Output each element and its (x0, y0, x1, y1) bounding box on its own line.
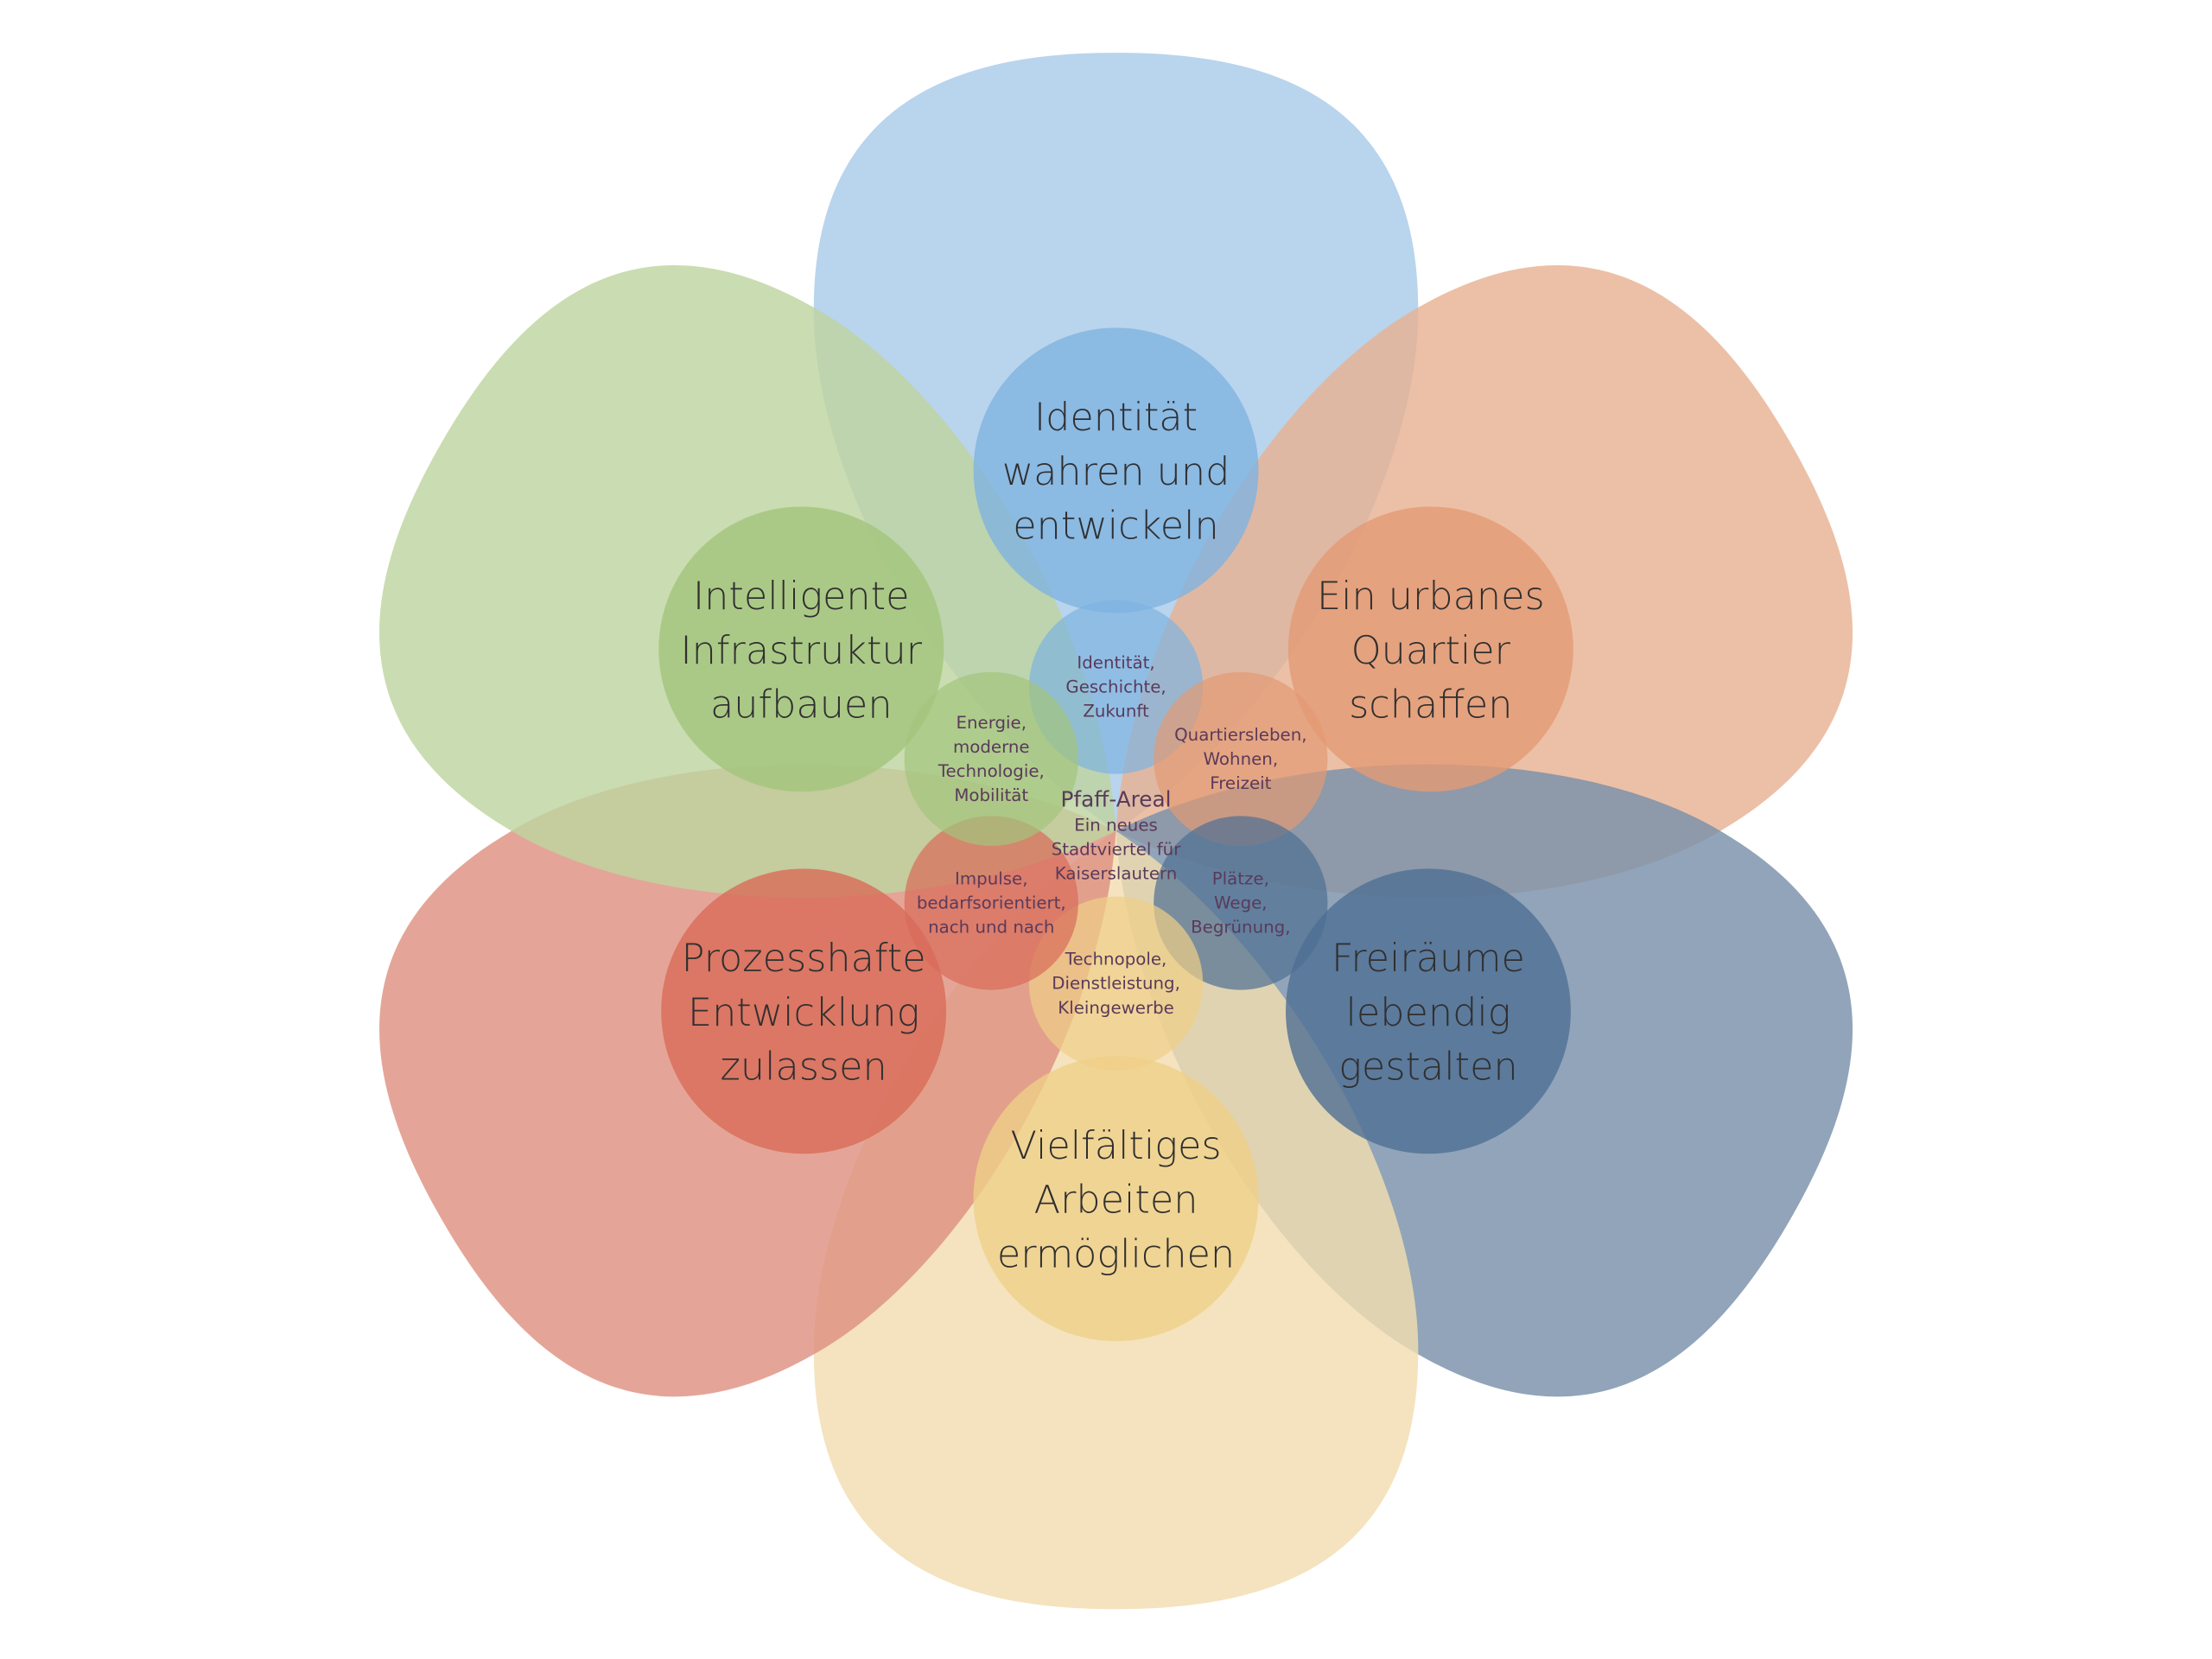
goal-title-line: Arbeiten (1034, 1178, 1198, 1223)
topic-detail-line: Kleingewerbe (1058, 998, 1174, 1018)
goal-title-line: aufbauen (710, 683, 893, 728)
topic-detail-line: Wohnen, (1204, 749, 1279, 769)
center-title: Pfaff-Areal (1061, 787, 1172, 812)
goal-title-line: Entwicklung (688, 990, 919, 1035)
goal-title-line: Intelligente (693, 574, 909, 619)
center-subtitle-line: Kaiserslautern (1055, 864, 1178, 884)
goal-title-line: zulassen (721, 1044, 887, 1089)
topic-detail-line: Dienstleistung, (1052, 974, 1180, 994)
topic-detail-line: nach und nach (928, 918, 1054, 938)
topic-detail-line: Zukunft (1083, 702, 1149, 721)
topic-circle-open-spaces (1154, 816, 1328, 990)
topic-detail-line: Mobilität (954, 785, 1028, 805)
goal-circle-process (661, 868, 947, 1154)
center-label: Pfaff-Areal Ein neues Stadtviertel für K… (1052, 787, 1181, 884)
topic-detail-line: moderne (953, 737, 1030, 757)
topic-detail-line: Begrünung, (1191, 918, 1290, 938)
topic-circle-infrastructure (904, 671, 1078, 846)
topic-detail-line: Technologie, (938, 761, 1045, 781)
topic-circle-process (904, 816, 1078, 990)
goal-circle-open-spaces (1286, 868, 1571, 1154)
goal-title-line: Freiräume (1332, 936, 1525, 981)
goal-title-line: gestalten (1338, 1044, 1517, 1089)
goal-circle-infrastructure (658, 506, 944, 792)
topic-circle-work (1028, 896, 1204, 1071)
topic-detail-line: Wege, (1214, 893, 1268, 913)
topic-detail-line: Geschichte, (1065, 677, 1166, 697)
topic-detail-line: Technopole, (1065, 950, 1167, 969)
goal-title-line: Quartier (1351, 628, 1511, 673)
goal-circle-work (973, 1056, 1259, 1342)
topic-detail-line: bedarfsorientiert, (917, 893, 1066, 913)
goal-title-line: Vielfältiges (1011, 1123, 1222, 1168)
goal-circle-identity (973, 327, 1259, 613)
goal-title-line: ermöglichen (997, 1231, 1235, 1276)
topic-detail-line: Impulse, (955, 869, 1027, 889)
goal-title-line: Identität (1034, 395, 1198, 440)
goal-title-line: Infrastruktur (681, 628, 923, 673)
topic-detail-line: Freizeit (1210, 773, 1271, 793)
goal-title-line: Ein urbanes (1317, 574, 1545, 619)
goal-title-line: Prozesshafte (682, 936, 926, 981)
goal-title-line: schaffen (1349, 683, 1512, 728)
goal-title-line: wahren und (1002, 449, 1230, 494)
topic-circle-urban (1154, 671, 1328, 846)
topic-detail-line: Quartiersleben, (1174, 725, 1306, 745)
center-subtitle-line: Ein neues (1074, 816, 1158, 836)
topic-detail-line: Plätze, (1212, 869, 1269, 889)
goal-circle-urban (1287, 506, 1573, 792)
goal-title-line: entwickeln (1013, 504, 1218, 549)
center-subtitle-line: Stadtviertel für (1052, 840, 1181, 860)
goal-title-line: lebendig (1345, 990, 1510, 1035)
topic-detail-line: Energie, (957, 713, 1027, 733)
topic-detail-line: Identität, (1077, 653, 1154, 673)
